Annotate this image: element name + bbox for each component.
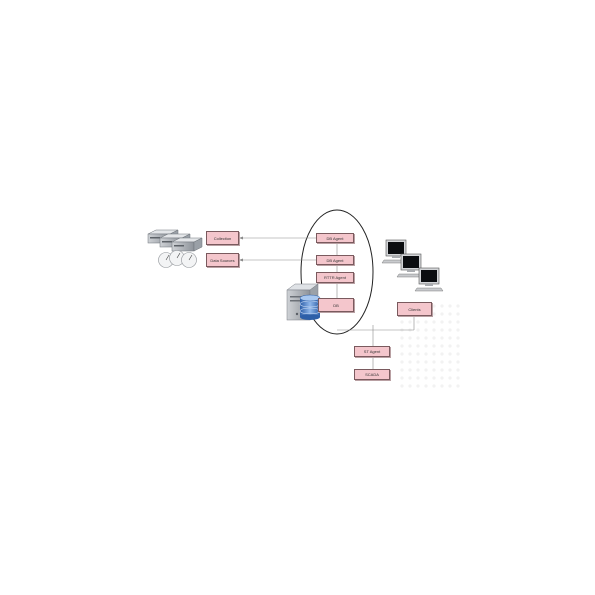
server-rack-icon [147,229,203,252]
db-agent-top-box: DB Agent [316,233,354,243]
rttr-agent-box: RTTR Agent [316,272,354,283]
st-agent-label: ST Agent [363,349,381,354]
db-agent-mid-box: DB Agent [316,255,354,265]
connectors [239,237,415,369]
collection-label: Collection [213,235,232,241]
data-sources-box: Data Sources [206,253,239,267]
gauge-icon [158,250,197,268]
rttr-agent-label: RTTR Agent [324,275,346,280]
scada-box: SCADA [354,369,390,380]
clients-label: Clients [408,306,421,312]
agent-group-ellipse [300,209,374,335]
desktop-computer-icon [381,239,444,292]
scada-label: SCADA [365,372,379,377]
collection-box: Collection [206,231,239,245]
data-sources-label: Data Sources [210,257,235,263]
arrowheads [239,236,243,262]
arrowhead-datasources [239,258,243,262]
arrowhead-collection [239,236,243,240]
database-cylinder-icon [299,294,321,320]
db-label: DB [333,302,339,308]
db-agent-mid-label: DB Agent [326,257,344,263]
st-agent-box: ST Agent [354,346,390,357]
database-server-icon [286,283,321,321]
db-box: DB [318,298,354,312]
db-agent-top-label: DB Agent [326,235,344,241]
clients-box: Clients [397,302,432,316]
